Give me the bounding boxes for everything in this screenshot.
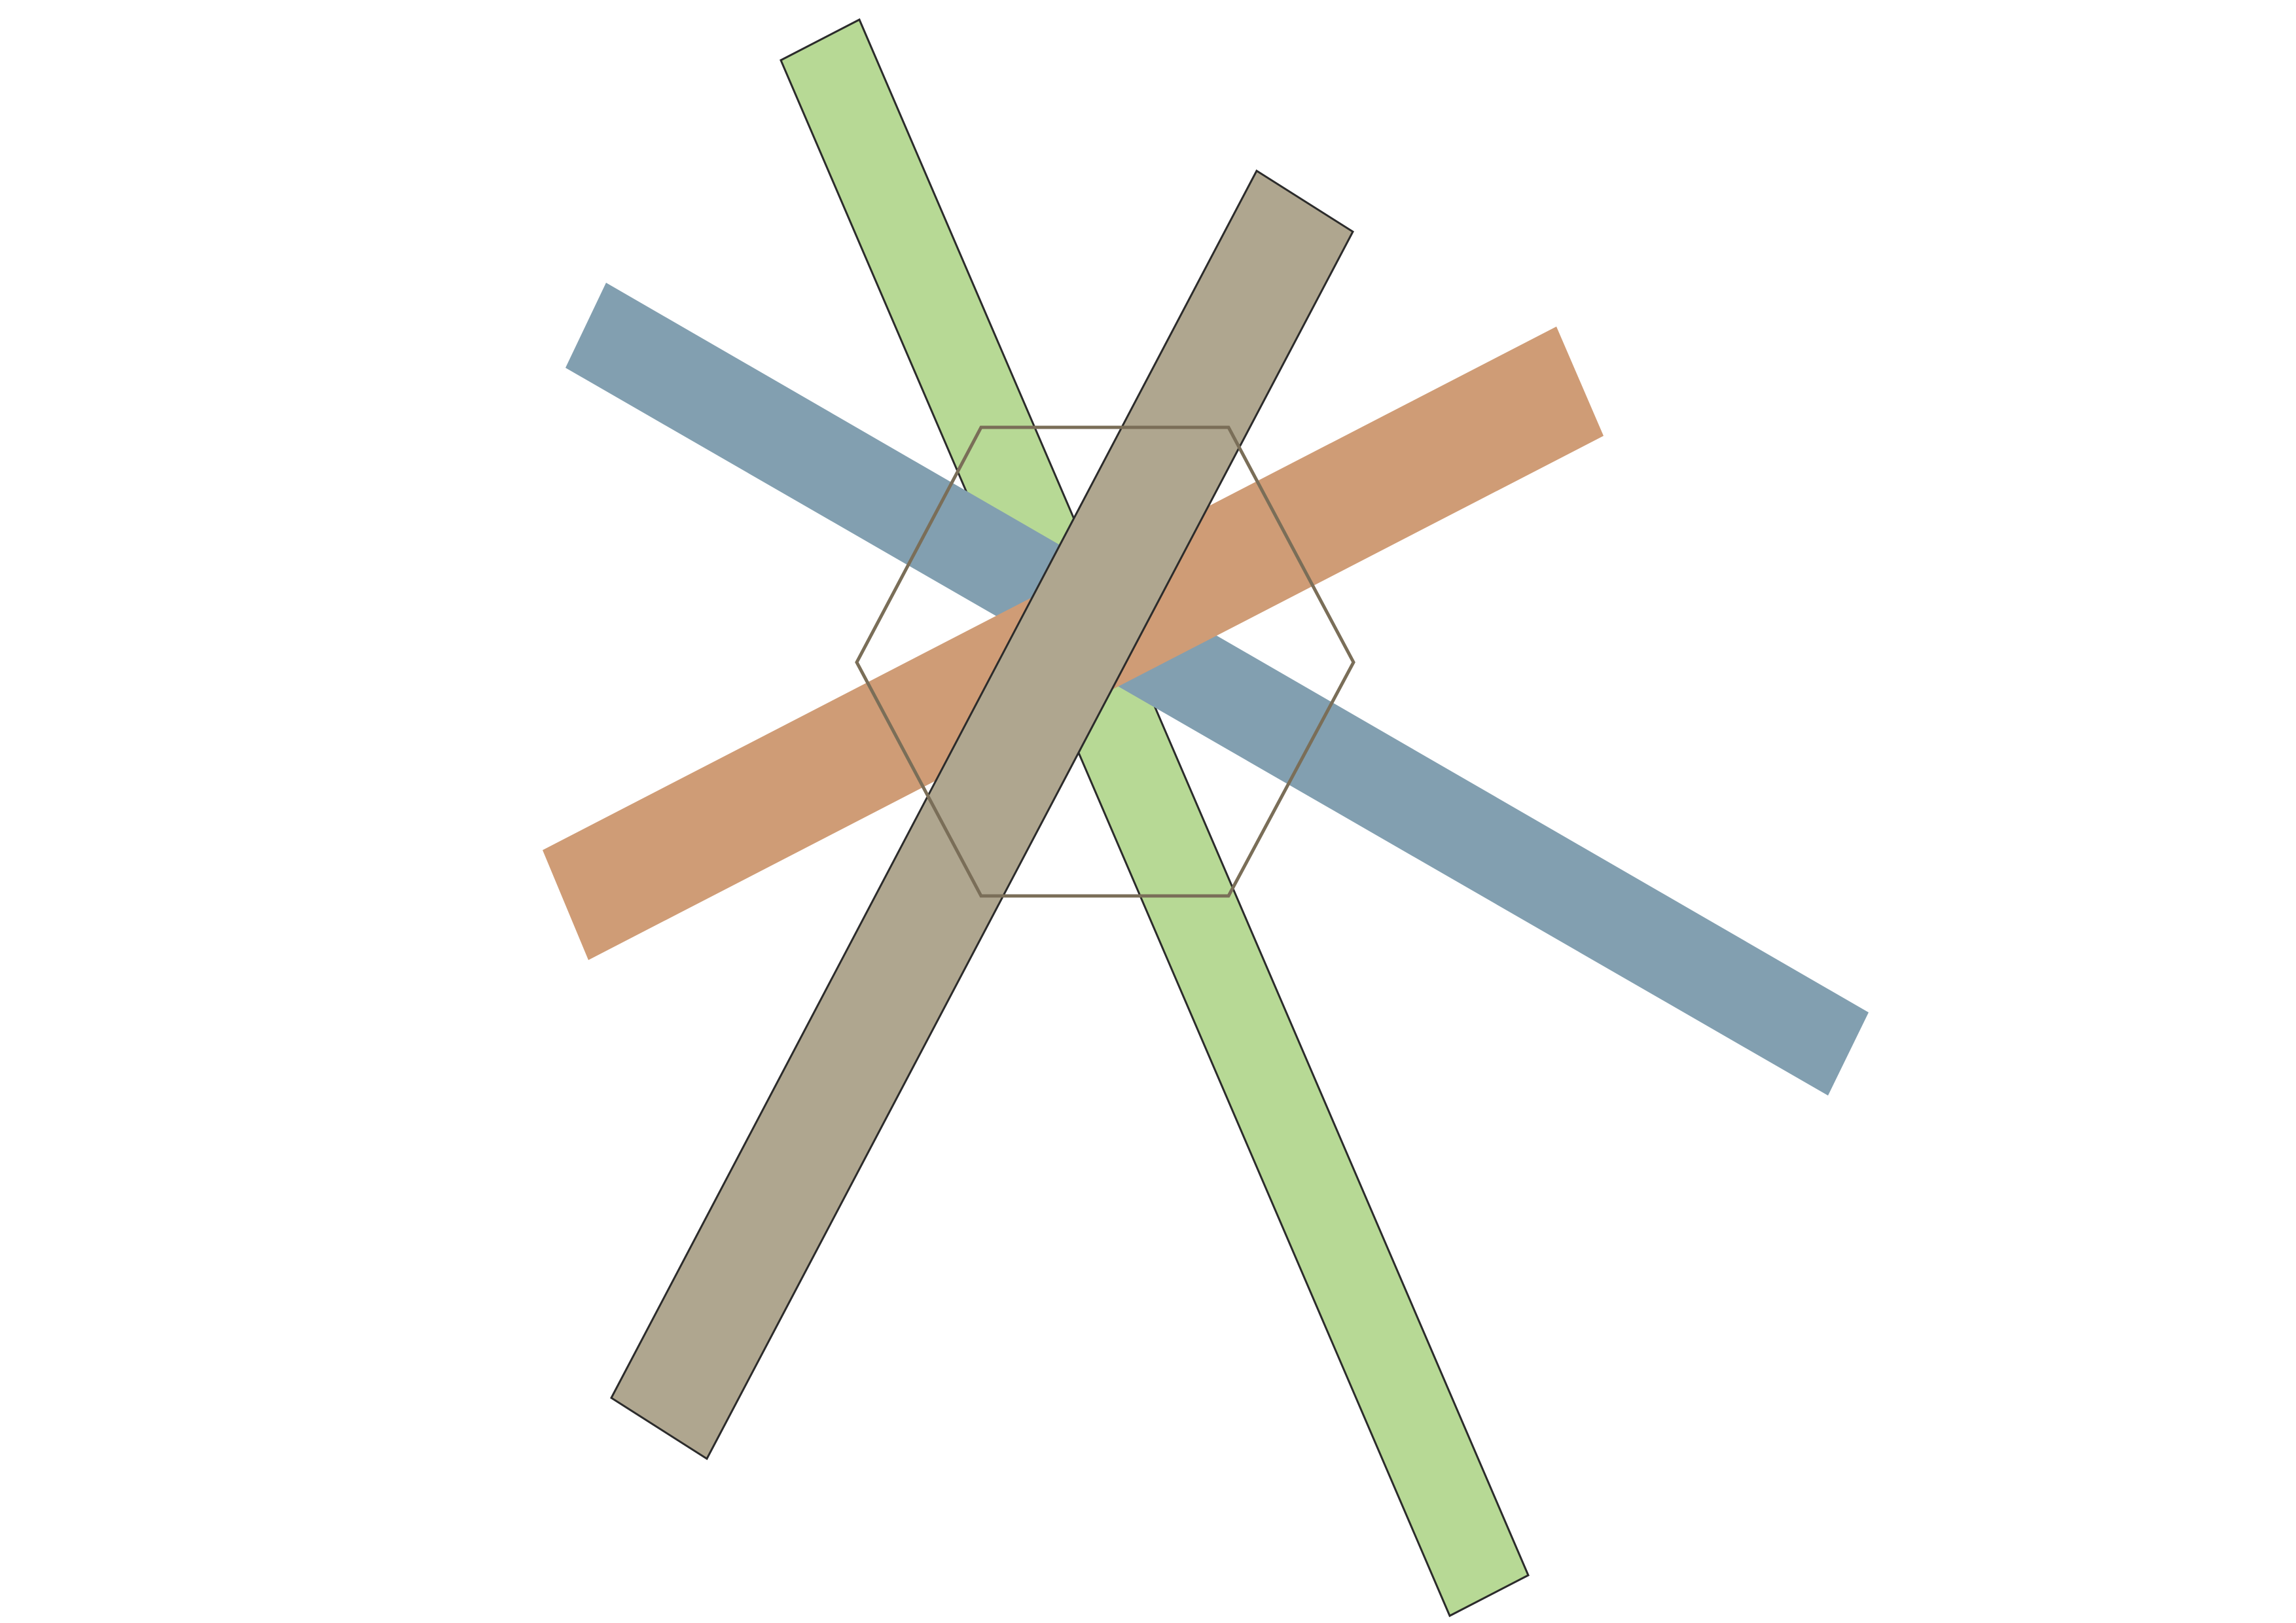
- hexagon-outline: [855, 425, 1355, 898]
- blue-bar: [565, 283, 1869, 1096]
- taupe-bar: [610, 169, 1354, 1461]
- green-bar: [780, 18, 1530, 1618]
